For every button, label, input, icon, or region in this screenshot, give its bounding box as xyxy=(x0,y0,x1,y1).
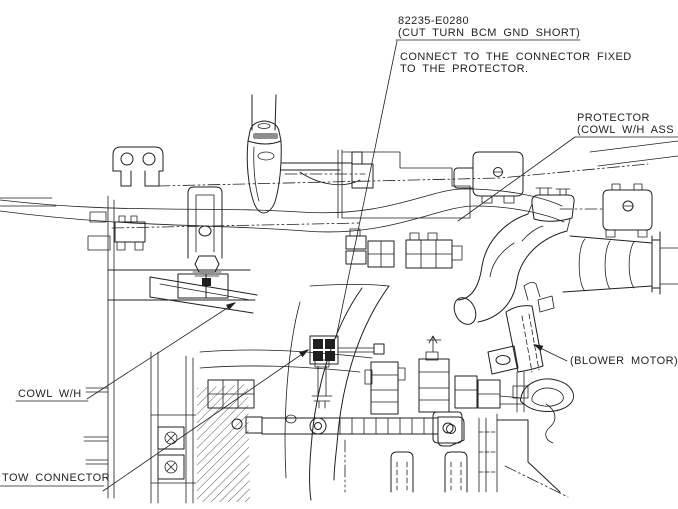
blower-motor xyxy=(505,282,555,373)
blower-motor-label: (BLOWER MOTOR) xyxy=(570,355,678,367)
hatched-area xyxy=(197,384,250,502)
instruction-line1: CONNECT TO THE CONNECTOR FIXED xyxy=(400,51,632,63)
elbow-duct xyxy=(453,187,575,325)
right-duct xyxy=(562,183,678,295)
wiper-pivot xyxy=(246,94,374,214)
harness-loop xyxy=(499,371,574,444)
leader-protector xyxy=(457,136,576,222)
part-note-label: (CUT TURN BCM GND SHORT) xyxy=(398,27,580,39)
labels: 82235-E0280 (CUT TURN BCM GND SHORT) CON… xyxy=(2,15,678,484)
harness-connector-row xyxy=(364,335,519,444)
cowl-harness-tube xyxy=(149,276,373,373)
protector-label-line2: (COWL W/H ASS xyxy=(577,124,674,136)
arrowhead-blower xyxy=(533,344,544,352)
ground-connector-82235 xyxy=(309,335,385,365)
stud-bolt xyxy=(311,359,333,409)
cowl-mount-bracket xyxy=(112,146,164,187)
leader-part-number xyxy=(335,40,398,339)
leader-tow-connector xyxy=(102,349,309,492)
stow-connector-screws xyxy=(157,426,185,480)
cowl-panel-outline xyxy=(0,140,678,501)
part-number-label: 82235-E0280 xyxy=(398,15,469,27)
instruction-line2: TO THE PROTECTOR. xyxy=(400,63,529,75)
clevis-bracket-bolt xyxy=(187,186,223,286)
leader-cowl-wh xyxy=(86,302,236,400)
tow-connector-label: TOW CONNECTOR xyxy=(2,472,110,484)
protector-label-line1: PROTECTOR xyxy=(577,112,650,124)
center-panel xyxy=(337,149,524,219)
left-body-structure xyxy=(0,195,256,504)
callout-leaders xyxy=(0,39,678,492)
arrowhead-tow xyxy=(299,349,309,358)
cowl-wh-label: COWL W/H xyxy=(18,388,82,400)
lower-dash-structure xyxy=(231,413,561,493)
junction-connector-blocks xyxy=(207,228,463,409)
arrowhead-cowl-wh xyxy=(226,302,236,310)
